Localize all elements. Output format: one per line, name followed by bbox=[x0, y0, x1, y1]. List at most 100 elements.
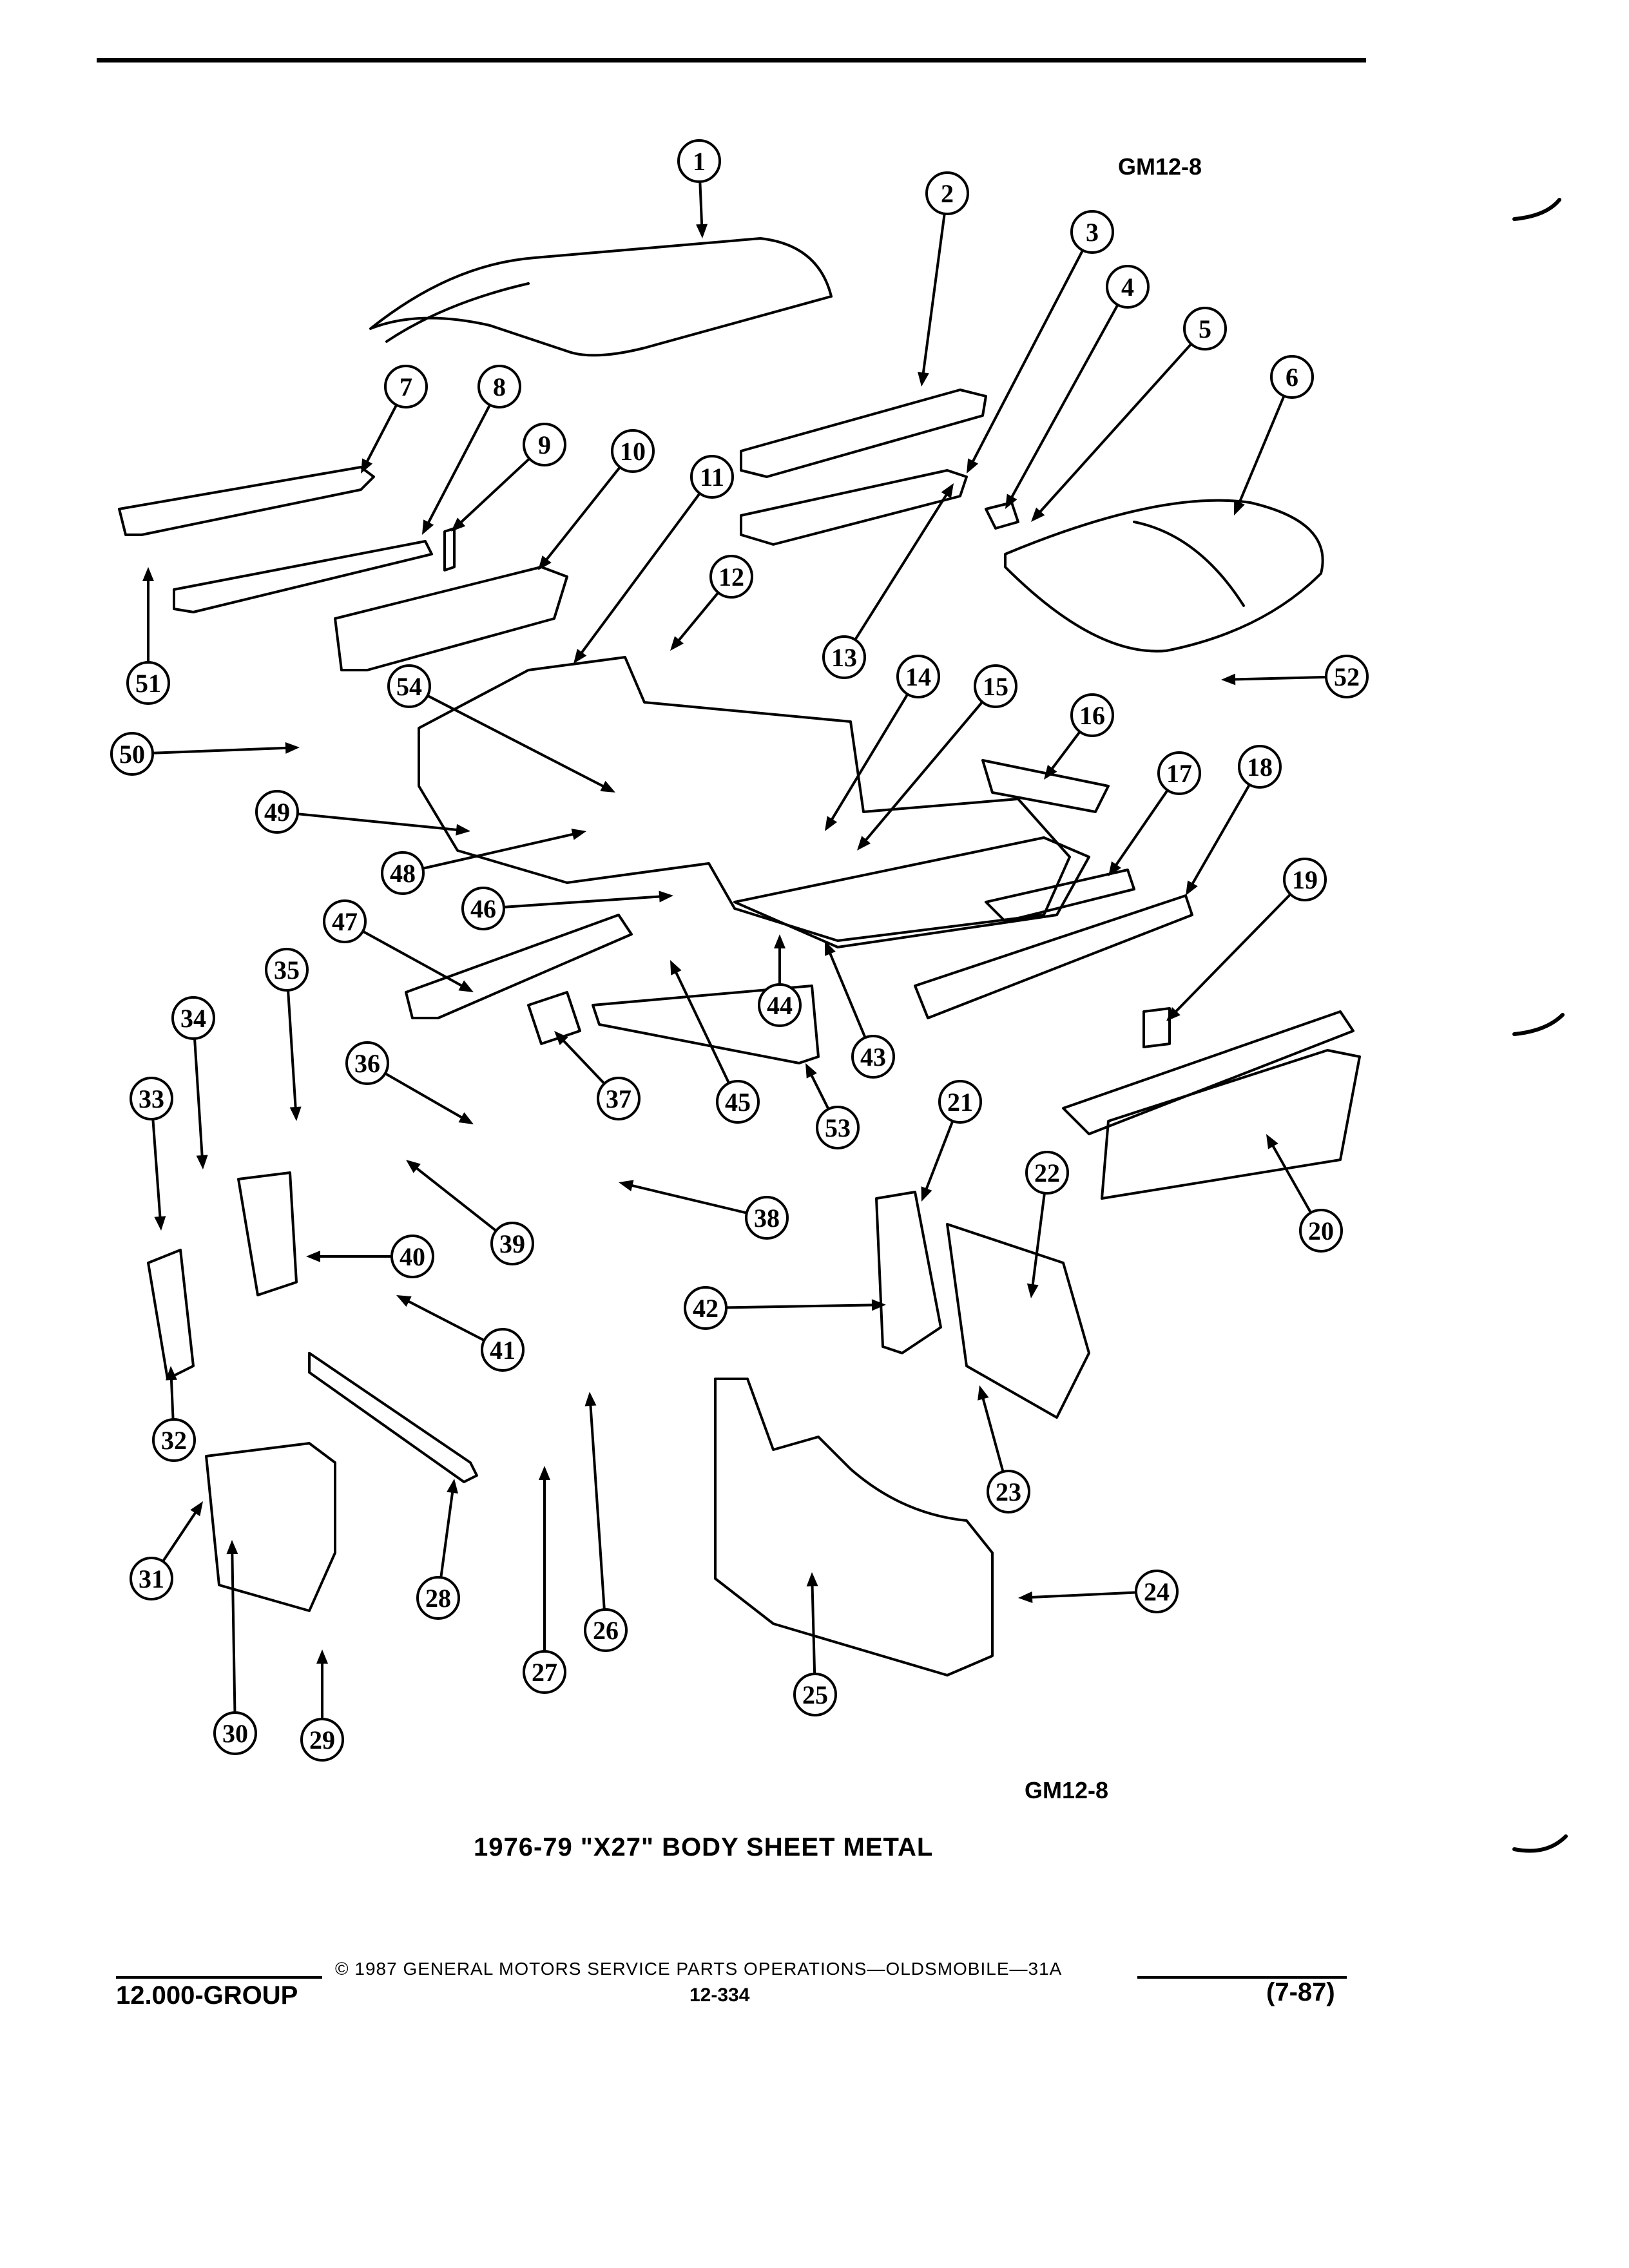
arrowhead-39 bbox=[406, 1160, 421, 1173]
arrowhead-15 bbox=[857, 836, 871, 850]
leader-line-14 bbox=[829, 693, 909, 822]
callout-circle-49 bbox=[255, 790, 299, 834]
callout-number-46: 46 bbox=[470, 894, 496, 923]
callout-33: 33 bbox=[130, 1077, 173, 1120]
callout-number-29: 29 bbox=[309, 1725, 335, 1754]
callout-circle-10 bbox=[611, 429, 655, 473]
leader-line-17 bbox=[1113, 789, 1169, 868]
callout-number-53: 53 bbox=[825, 1113, 851, 1142]
callout-number-12: 12 bbox=[718, 562, 744, 591]
leader-lines bbox=[142, 181, 1327, 1719]
footer-rule-right bbox=[1137, 1976, 1347, 1979]
leader-line-31 bbox=[162, 1510, 198, 1562]
callout-circle-1 bbox=[677, 139, 721, 183]
callout-number-42: 42 bbox=[693, 1294, 718, 1323]
callout-number-49: 49 bbox=[264, 798, 290, 827]
leader-line-52 bbox=[1232, 675, 1327, 681]
part-outlines bbox=[118, 237, 1361, 1677]
part-inner-wheelhouse bbox=[946, 1223, 1090, 1419]
callout-circle-27 bbox=[523, 1650, 566, 1694]
callout-number-39: 39 bbox=[499, 1229, 525, 1258]
arrowhead-49 bbox=[456, 823, 470, 836]
arrowhead-18 bbox=[1186, 880, 1198, 896]
arrowhead-34 bbox=[196, 1155, 208, 1169]
part-door-shell bbox=[205, 1442, 336, 1612]
callout-number-18: 18 bbox=[1247, 753, 1273, 782]
callout-34: 34 bbox=[171, 996, 215, 1040]
arrowhead-45 bbox=[670, 960, 682, 975]
arrowhead-53 bbox=[805, 1063, 817, 1079]
callout-circle-18 bbox=[1238, 745, 1282, 789]
arrowhead-17 bbox=[1108, 861, 1121, 876]
arrowhead-4 bbox=[1005, 494, 1017, 509]
copyright-line: © 1987 GENERAL MOTORS SERVICE PARTS OPER… bbox=[335, 1959, 1063, 1979]
part-hinge-pillar bbox=[237, 1171, 298, 1296]
arrowhead-32 bbox=[165, 1366, 177, 1381]
arrowhead-35 bbox=[289, 1106, 302, 1121]
callout-circle-51 bbox=[126, 661, 170, 705]
leader-line-6 bbox=[1237, 395, 1286, 506]
part-crossmember bbox=[985, 869, 1135, 923]
callout-number-25: 25 bbox=[802, 1680, 828, 1709]
callout-number-48: 48 bbox=[390, 859, 416, 888]
callout-36: 36 bbox=[345, 1041, 389, 1085]
callout-8: 8 bbox=[477, 365, 521, 408]
callout-number-40: 40 bbox=[400, 1242, 425, 1271]
callout-circle-14 bbox=[896, 655, 940, 698]
callout-24: 24 bbox=[1135, 1570, 1179, 1613]
callout-circle-13 bbox=[822, 635, 866, 679]
callout-number-51: 51 bbox=[135, 669, 161, 698]
arrowhead-13 bbox=[941, 483, 954, 499]
callout-41: 41 bbox=[481, 1328, 525, 1372]
callout-22: 22 bbox=[1025, 1151, 1069, 1195]
callout-43: 43 bbox=[851, 1035, 895, 1079]
callout-number-32: 32 bbox=[161, 1426, 187, 1455]
group-label: 12.000-GROUP bbox=[116, 1981, 298, 2010]
callout-3: 3 bbox=[1070, 210, 1114, 254]
callout-circle-32 bbox=[152, 1418, 196, 1462]
leader-line-35 bbox=[287, 990, 297, 1110]
arrowhead-36 bbox=[458, 1112, 474, 1124]
arrowhead-44 bbox=[774, 934, 786, 948]
part-door-pillar bbox=[875, 1191, 942, 1354]
callout-47: 47 bbox=[323, 899, 367, 943]
callout-circle-21 bbox=[938, 1080, 982, 1124]
top-rule bbox=[97, 58, 1366, 62]
callout-48: 48 bbox=[381, 851, 425, 895]
callout-circle-6 bbox=[1270, 355, 1314, 399]
arrowhead-38 bbox=[619, 1180, 634, 1191]
callout-17: 17 bbox=[1157, 751, 1201, 795]
leader-line-33 bbox=[151, 1119, 162, 1220]
callout-15: 15 bbox=[974, 664, 1017, 708]
arrowhead-50 bbox=[285, 742, 300, 754]
callout-19: 19 bbox=[1283, 858, 1327, 901]
callout-14: 14 bbox=[896, 655, 940, 698]
callout-number-2: 2 bbox=[941, 179, 954, 208]
callout-number-44: 44 bbox=[767, 991, 793, 1020]
leader-line-37 bbox=[561, 1038, 606, 1085]
callout-circle-20 bbox=[1299, 1209, 1343, 1253]
leader-line-41 bbox=[406, 1299, 485, 1342]
arrowhead-30 bbox=[226, 1540, 238, 1555]
revision-code: (7-87) bbox=[1266, 1978, 1335, 2006]
arrowhead-12 bbox=[670, 636, 684, 651]
callout-number-21: 21 bbox=[947, 1088, 973, 1117]
callout-52: 52 bbox=[1325, 655, 1369, 698]
callout-number-28: 28 bbox=[425, 1584, 451, 1613]
callout-40: 40 bbox=[390, 1235, 434, 1278]
callout-circle-22 bbox=[1025, 1151, 1069, 1195]
callout-29: 29 bbox=[300, 1718, 344, 1762]
arrowhead-48 bbox=[571, 829, 586, 840]
arrowhead-41 bbox=[396, 1295, 412, 1307]
callout-number-1: 1 bbox=[693, 147, 706, 176]
leader-line-18 bbox=[1190, 783, 1251, 887]
part-lock-pillar bbox=[147, 1249, 195, 1380]
leader-line-2 bbox=[921, 213, 946, 376]
callout-number-52: 52 bbox=[1334, 662, 1360, 691]
callout-circle-42 bbox=[684, 1286, 728, 1330]
leader-line-1 bbox=[699, 181, 704, 227]
callout-number-7: 7 bbox=[400, 372, 412, 401]
callout-13: 13 bbox=[822, 635, 866, 679]
